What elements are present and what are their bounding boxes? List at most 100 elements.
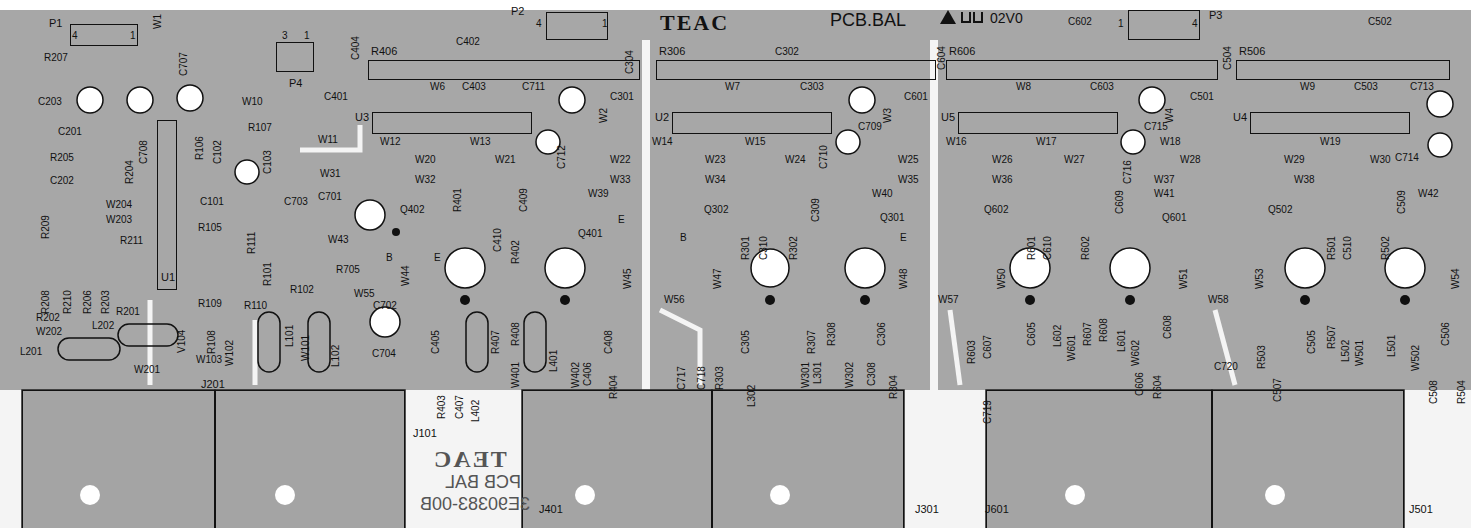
resistor-network: R606 xyxy=(946,60,1218,80)
silkscreen-label: C606 xyxy=(1134,372,1145,396)
jack-outline: J201 xyxy=(22,390,215,528)
silkscreen-label: W22 xyxy=(610,154,631,165)
silkscreen-label: C605 xyxy=(1026,322,1037,346)
silkscreen-label: L601 xyxy=(1116,330,1127,352)
silkscreen-label: C711 xyxy=(522,81,545,92)
silkscreen-label: R301 xyxy=(740,236,751,260)
silkscreen-label: C508 xyxy=(1428,380,1439,404)
connector-outline: P2 xyxy=(546,12,608,40)
silkscreen-label: W39 xyxy=(588,188,609,199)
part-designator: J501 xyxy=(1409,503,1433,515)
part-designator: R506 xyxy=(1239,45,1265,57)
silkscreen-label: W7 xyxy=(725,81,740,92)
silkscreen-label: R308 xyxy=(826,322,837,346)
part-designator: J301 xyxy=(915,503,939,515)
silkscreen-label: R608 xyxy=(1098,318,1109,342)
part-designator: R606 xyxy=(949,45,975,57)
silkscreen-label: C716 xyxy=(1122,160,1133,184)
silkscreen-label: C707 xyxy=(178,52,189,76)
silkscreen-label: R604 xyxy=(1152,375,1163,399)
silkscreen-label: C305 xyxy=(740,330,751,354)
silkscreen-label: C505 xyxy=(1306,330,1317,354)
silkscreen-label: W401 xyxy=(510,362,521,388)
silkscreen-label: W26 xyxy=(992,154,1013,165)
resistor-network: R506 xyxy=(1236,60,1450,80)
silkscreen-label: W402 xyxy=(570,362,581,388)
silkscreen-label: R402 xyxy=(510,240,521,264)
silkscreen-label: 1 xyxy=(304,30,310,41)
part-designator: U5 xyxy=(941,111,955,123)
ic-outline: U3 xyxy=(372,112,532,134)
silkscreen-label: C713 xyxy=(1410,81,1434,92)
silkscreen-label: W11 xyxy=(318,134,338,145)
silkscreen-label: W31 xyxy=(320,168,341,179)
silkscreen-label: C403 xyxy=(462,81,486,92)
silkscreen-label: W40 xyxy=(872,188,893,199)
silkscreen-label: C402 xyxy=(456,36,480,47)
silkscreen-label: R107 xyxy=(248,122,272,133)
silkscreen-label: C407 xyxy=(454,395,465,419)
silkscreen-label: R502 xyxy=(1380,236,1391,260)
silkscreen-label: C701 xyxy=(318,191,342,202)
silkscreen-label: C602 xyxy=(1068,16,1092,27)
silkscreen-label: L201 xyxy=(20,346,42,357)
silkscreen-label: W13 xyxy=(470,136,491,147)
silkscreen-label: C710 xyxy=(818,145,829,169)
silkscreen-label: C301 xyxy=(610,91,634,102)
silkscreen-label: C410 xyxy=(492,228,503,252)
jack-outline: J301 xyxy=(712,390,904,528)
silkscreen-label: C703 xyxy=(284,196,308,207)
part-designator: P2 xyxy=(511,5,524,17)
silkscreen-label: R206 xyxy=(82,290,93,314)
silkscreen-label: 4 xyxy=(72,30,78,41)
silkscreen-label: W302 xyxy=(844,362,855,388)
silkscreen-label: R302 xyxy=(788,236,799,260)
resistor-network: R406 xyxy=(368,60,640,80)
ic-outline: U5 xyxy=(958,112,1118,134)
silkscreen-label: R105 xyxy=(198,222,222,233)
silkscreen-label: R209 xyxy=(40,215,51,239)
silkscreen-label: R211 xyxy=(120,235,143,246)
silkscreen-label: C203 xyxy=(38,96,62,107)
board-gap xyxy=(904,390,986,528)
silkscreen-label: L502 xyxy=(1340,340,1351,362)
silkscreen-label: C604 xyxy=(936,46,947,70)
silkscreen-label: C717 xyxy=(676,366,687,390)
silkscreen-label: W103 xyxy=(196,354,222,365)
silkscreen-label: W29 xyxy=(1284,154,1305,165)
silkscreen-label: R407 xyxy=(490,330,501,354)
trace-channel xyxy=(930,40,938,390)
trace-channel xyxy=(642,40,650,390)
ic-outline: U4 xyxy=(1250,112,1410,134)
part-designator: J401 xyxy=(539,503,563,515)
board-gap xyxy=(1404,390,1471,528)
silkscreen-label: W8 xyxy=(1016,81,1031,92)
ic-outline: U1 xyxy=(157,120,177,290)
silkscreen-label: W203 xyxy=(106,214,132,225)
silkscreen-label: E xyxy=(618,214,625,225)
silkscreen-label: C408 xyxy=(603,330,614,354)
silkscreen-label: C302 xyxy=(775,46,799,57)
silkscreen-label: W34 xyxy=(705,174,726,185)
silkscreen-label: W17 xyxy=(1036,136,1057,147)
silkscreen-label: 3 xyxy=(282,30,288,41)
silkscreen-label: W24 xyxy=(785,154,806,165)
silkscreen-label: C503 xyxy=(1354,81,1378,92)
silkscreen-label: W202 xyxy=(36,326,62,337)
silkscreen-label: W602 xyxy=(1130,340,1141,366)
silkscreen-label: L401 xyxy=(548,350,559,372)
part-designator: P3 xyxy=(1209,9,1222,21)
inductor-outlines xyxy=(58,312,546,372)
silkscreen-label: W12 xyxy=(380,136,401,147)
jack-outline: J401 xyxy=(522,390,712,528)
silkscreen-label: C704 xyxy=(372,348,396,359)
silkscreen-label: R204 xyxy=(124,160,135,184)
silkscreen-label: C409 xyxy=(518,188,529,212)
silkscreen-label: W502 xyxy=(1410,345,1421,371)
silkscreen-label: R108 xyxy=(206,330,217,354)
silkscreen-label: C310 xyxy=(758,236,769,260)
silkscreen-label: L301 xyxy=(812,362,823,384)
silkscreen-label: C510 xyxy=(1342,236,1353,260)
silkscreen-label: C603 xyxy=(1090,81,1114,92)
silkscreen-label: R408 xyxy=(510,322,521,346)
